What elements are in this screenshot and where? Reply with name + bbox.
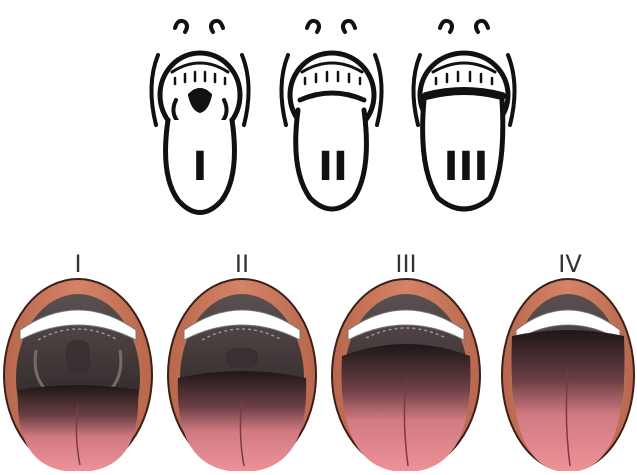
nostril-icon xyxy=(175,21,187,32)
soft-palate xyxy=(300,93,364,100)
nostril-icon xyxy=(440,21,452,32)
colored-panel-class-2 xyxy=(168,279,316,471)
colored-panel-class-4 xyxy=(502,279,634,471)
uvula-icon xyxy=(226,348,258,368)
upper-teeth xyxy=(302,63,362,72)
face-contour xyxy=(281,55,288,125)
nostril-icon xyxy=(211,21,223,32)
nostril-icon xyxy=(476,21,488,32)
soft-palate xyxy=(426,91,502,96)
nostril-icon xyxy=(343,21,355,32)
face-contour xyxy=(151,55,158,125)
colored-panel-class-1 xyxy=(4,279,152,471)
uvula-icon xyxy=(66,340,90,374)
tonsil-pillar xyxy=(222,100,227,122)
face-contour xyxy=(242,55,249,125)
sketch-row: I II xyxy=(151,21,514,213)
colored-class-label: II xyxy=(235,250,249,278)
sketch-class-label: I xyxy=(193,144,208,190)
upper-teeth xyxy=(433,63,495,72)
colored-class-label: III xyxy=(395,250,416,278)
colored-class-label: IV xyxy=(558,250,582,278)
nostril-icon xyxy=(307,21,319,32)
upper-teeth xyxy=(172,63,228,72)
colored-panel-class-3 xyxy=(332,279,480,471)
sketch-class-label: III xyxy=(444,144,489,190)
colored-class-label: I xyxy=(74,250,81,278)
colored-row: I II III xyxy=(4,250,634,471)
uvula-icon xyxy=(190,90,210,111)
tonsil-pillar xyxy=(173,100,178,122)
sketch-class-label: II xyxy=(318,144,348,190)
